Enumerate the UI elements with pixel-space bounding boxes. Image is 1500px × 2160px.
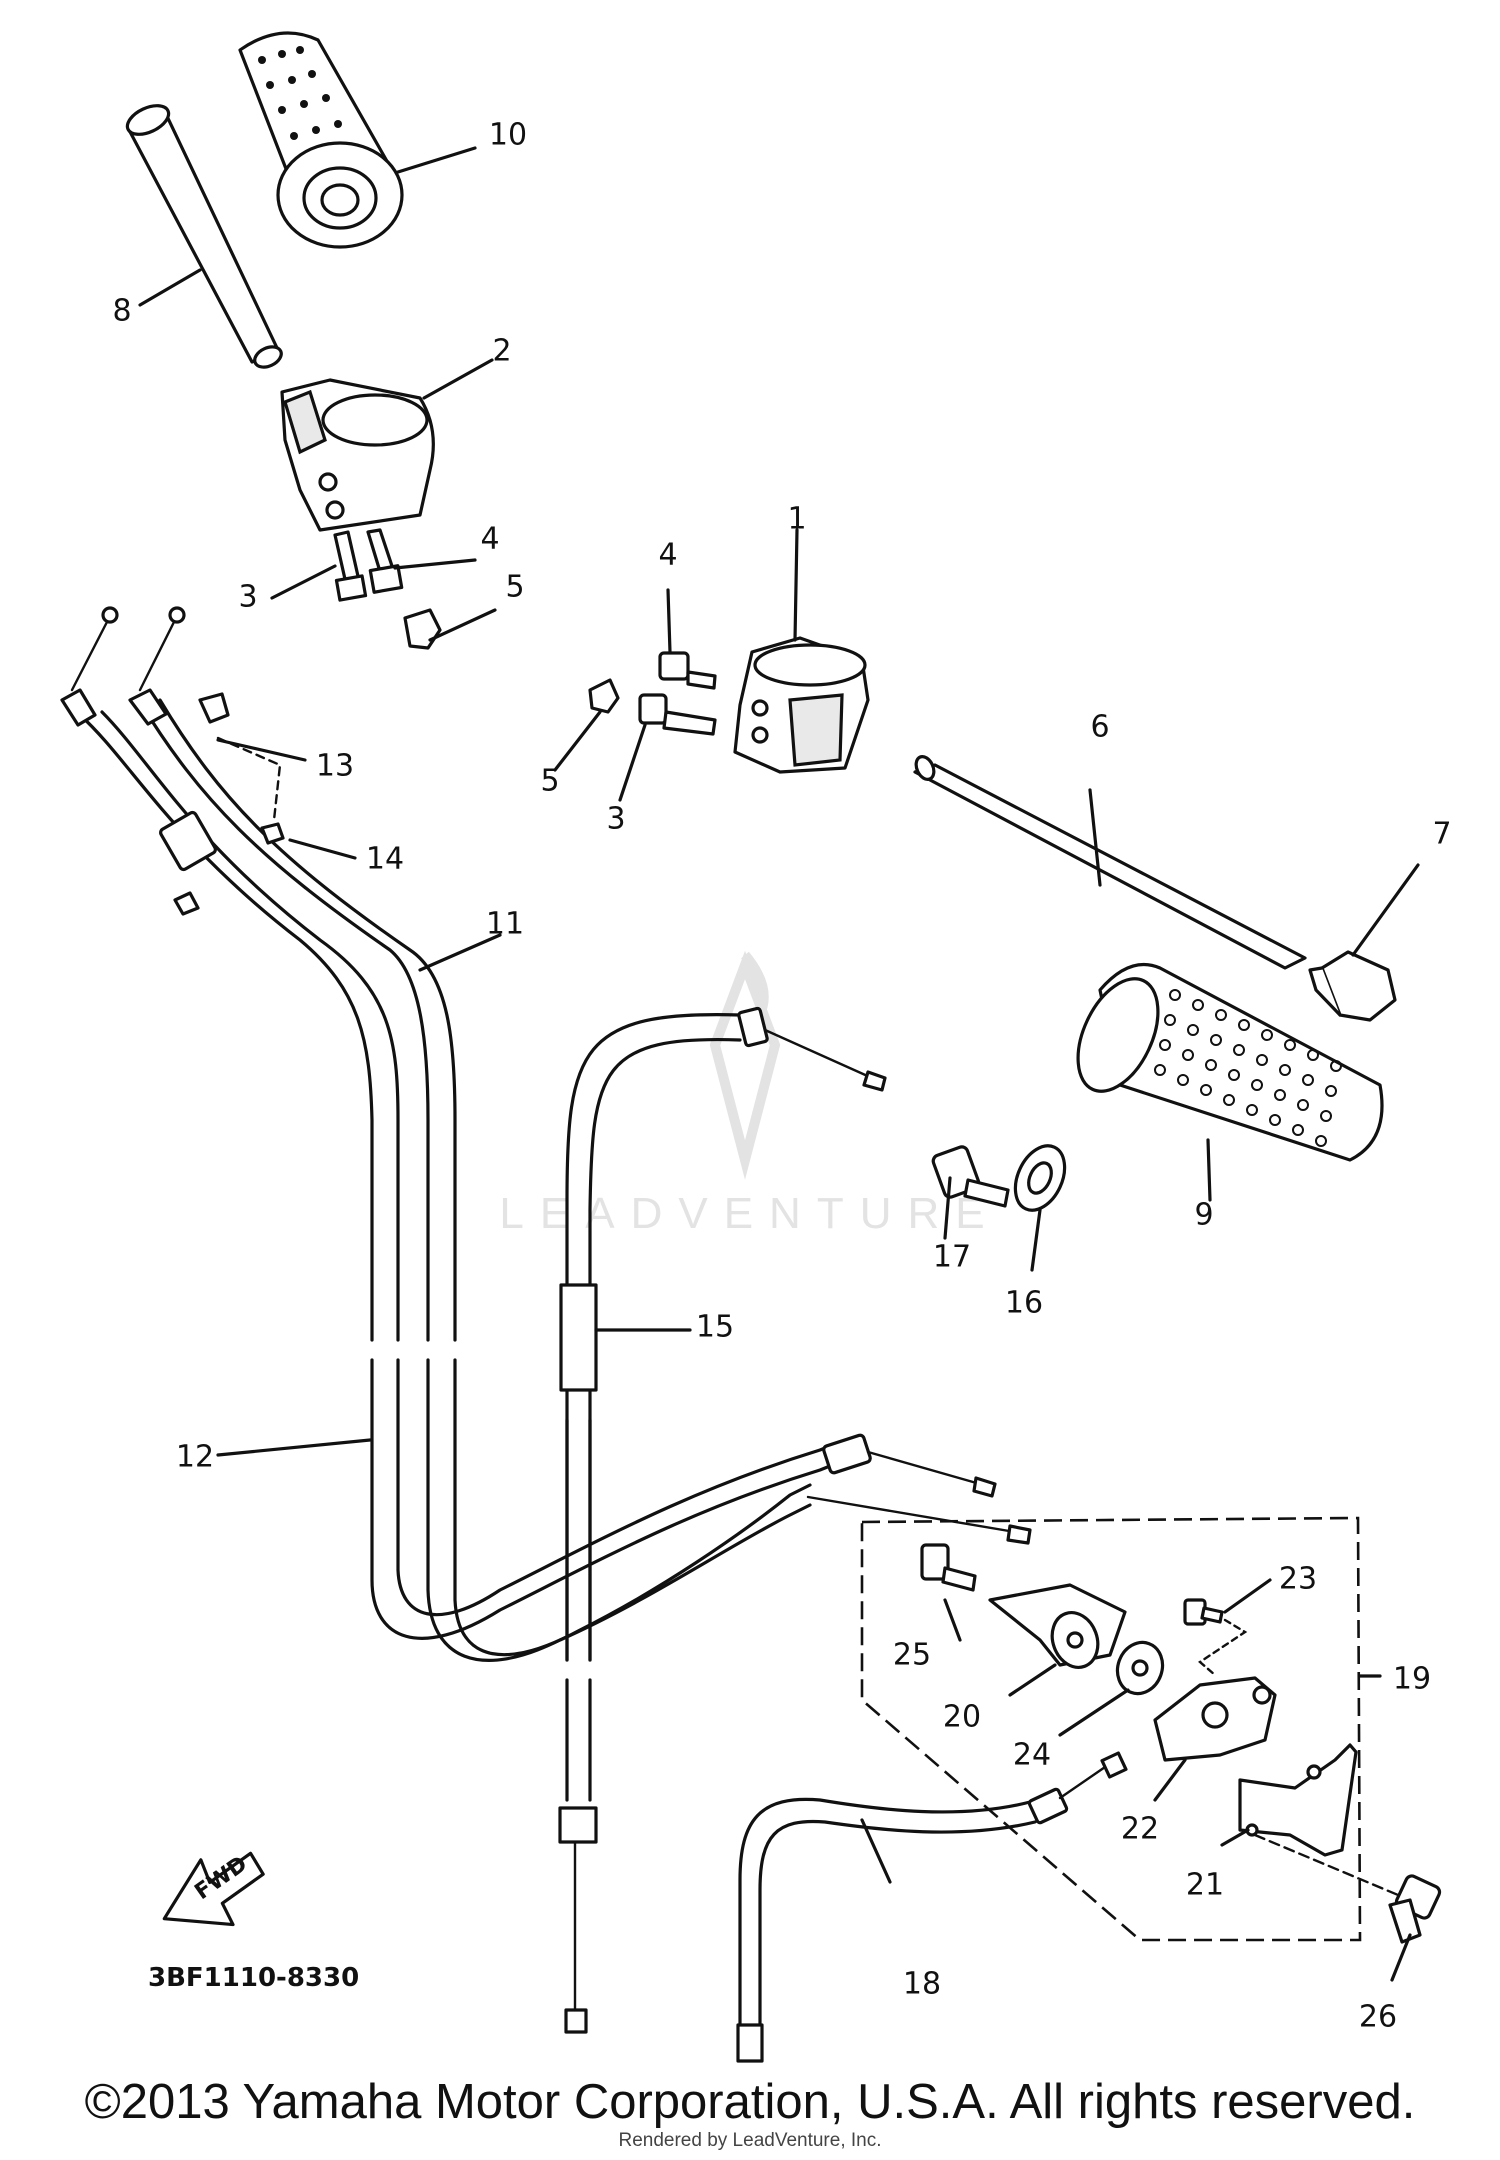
callout-11: 11 bbox=[486, 907, 524, 942]
callout-13: 13 bbox=[316, 749, 354, 784]
callout-18: 18 bbox=[903, 1967, 941, 2002]
callout-5: 5 bbox=[540, 764, 559, 799]
part-22-lever-holder bbox=[1153, 1676, 1277, 1762]
part-9-right-grip bbox=[1076, 962, 1384, 1162]
part-3-4-screws-right bbox=[638, 651, 717, 736]
part-19-assembly-outline bbox=[860, 1516, 1362, 1942]
callout-20: 20 bbox=[943, 1700, 981, 1735]
callout-9: 9 bbox=[1194, 1198, 1213, 1233]
callout-4: 4 bbox=[480, 522, 499, 557]
part-20-choke-lever bbox=[988, 1583, 1127, 1669]
callout-4: 4 bbox=[658, 538, 677, 573]
part-13-14-clip bbox=[198, 692, 285, 845]
diagram-code: 3BF1110-8330 bbox=[148, 1963, 359, 1993]
part-24-washer bbox=[1115, 1640, 1165, 1696]
part-18-choke-cable bbox=[736, 1751, 1128, 2063]
part-8-throttle-tube bbox=[125, 104, 283, 369]
part-25-screw bbox=[920, 1543, 977, 1592]
part-23-screw bbox=[1183, 1598, 1248, 1677]
rendered-by-text: Rendered by LeadVenture, Inc. bbox=[618, 2130, 881, 2151]
callout-7: 7 bbox=[1432, 817, 1451, 852]
callout-16: 16 bbox=[1005, 1286, 1043, 1321]
leadventure-watermark: LEADVENTURE bbox=[499, 950, 1000, 1238]
part-10-throttle-grip bbox=[238, 31, 404, 249]
part-5-nut-right bbox=[588, 678, 620, 714]
callout-8: 8 bbox=[112, 294, 131, 329]
callout-26: 26 bbox=[1359, 2000, 1397, 2035]
part-12-cables bbox=[370, 1358, 1032, 1662]
callout-1: 1 bbox=[787, 502, 806, 537]
callout-2: 2 bbox=[492, 334, 511, 369]
callout-23: 23 bbox=[1279, 1562, 1317, 1597]
part-11-throttle-cables bbox=[60, 606, 457, 1342]
part-26-bolt bbox=[1253, 1833, 1442, 1944]
watermark-text: LEADVENTURE bbox=[499, 1189, 1000, 1238]
callout-21: 21 bbox=[1186, 1868, 1224, 1903]
fwd-arrow-icon: FWD bbox=[162, 1852, 265, 1927]
part-21-bracket bbox=[1238, 1743, 1358, 1857]
callout-15: 15 bbox=[696, 1310, 734, 1345]
part-17-adjuster-bolt bbox=[931, 1145, 1010, 1208]
part-6-handlebar bbox=[913, 755, 1307, 970]
callout-22: 22 bbox=[1121, 1812, 1159, 1847]
callout-3: 3 bbox=[238, 580, 257, 615]
callout-14: 14 bbox=[366, 842, 404, 877]
callout-numbers: 10 8 2 4 3 5 1 4 5 3 6 13 14 11 7 9 17 1… bbox=[112, 118, 1451, 2035]
callout-24: 24 bbox=[1013, 1738, 1051, 1773]
part-2-left-switch bbox=[280, 378, 435, 532]
part-7-bar-end bbox=[1308, 950, 1397, 1022]
part-3-4-screws-left bbox=[333, 528, 404, 602]
callout-19: 19 bbox=[1393, 1662, 1431, 1697]
part-5-nut-left bbox=[403, 608, 442, 650]
callout-17: 17 bbox=[933, 1240, 971, 1275]
callout-5: 5 bbox=[505, 570, 524, 605]
part-16-adjuster-nut bbox=[1013, 1144, 1067, 1212]
part-15-cable bbox=[558, 1006, 887, 2034]
callout-3: 3 bbox=[606, 802, 625, 837]
part-1-right-switch bbox=[733, 636, 870, 774]
copyright-text: ©2013 Yamaha Motor Corporation, U.S.A. A… bbox=[85, 2075, 1416, 2129]
callout-25: 25 bbox=[893, 1638, 931, 1673]
callout-12: 12 bbox=[176, 1440, 214, 1475]
leader-lines bbox=[138, 146, 1420, 1982]
callout-10: 10 bbox=[489, 118, 527, 153]
callout-6: 6 bbox=[1090, 710, 1109, 745]
